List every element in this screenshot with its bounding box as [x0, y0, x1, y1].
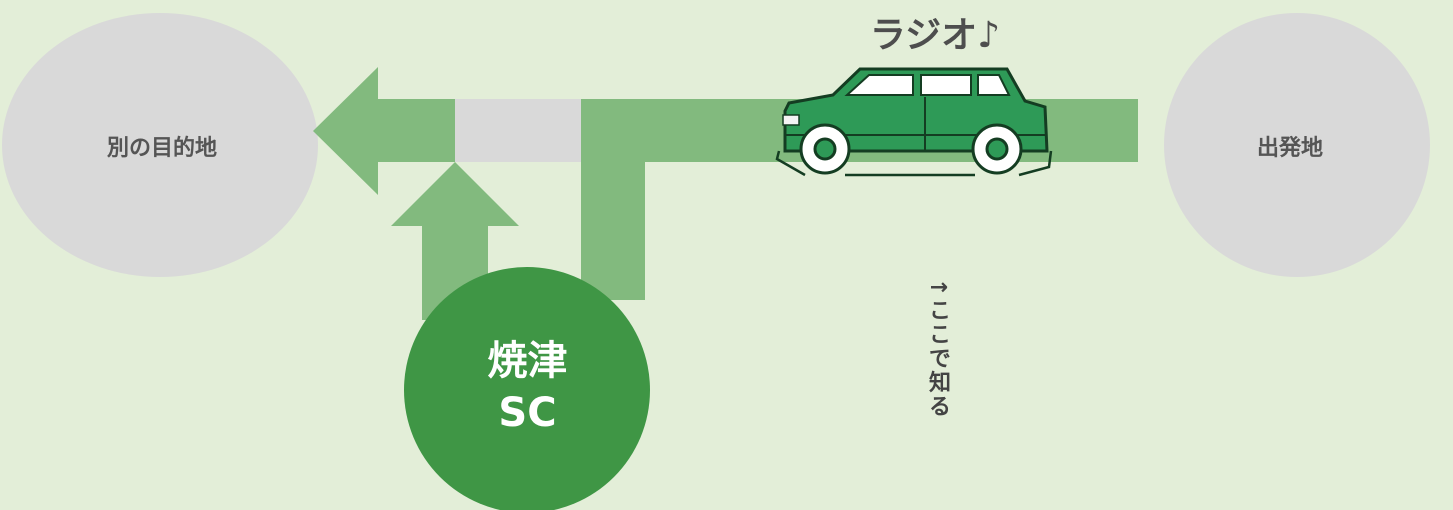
exit-ramp — [581, 162, 645, 300]
blocked-segment — [455, 99, 581, 162]
sc-node — [404, 267, 650, 510]
know-here-annotation: ↑ここで知る — [925, 278, 950, 419]
destination-label: 別の目的地 — [106, 136, 217, 161]
sc-label: 焼津 SC — [405, 335, 650, 439]
radio-annotation: ラジオ♪ — [869, 15, 1001, 56]
destination-node — [2, 13, 318, 277]
sc-label-line1: 焼津 — [487, 338, 568, 384]
left-arrow-icon — [313, 67, 455, 195]
car-icon — [775, 67, 1053, 177]
origin-label: 出発地 — [1256, 136, 1323, 161]
sc-label-line2: SC — [498, 390, 557, 436]
origin-node — [1164, 13, 1430, 277]
